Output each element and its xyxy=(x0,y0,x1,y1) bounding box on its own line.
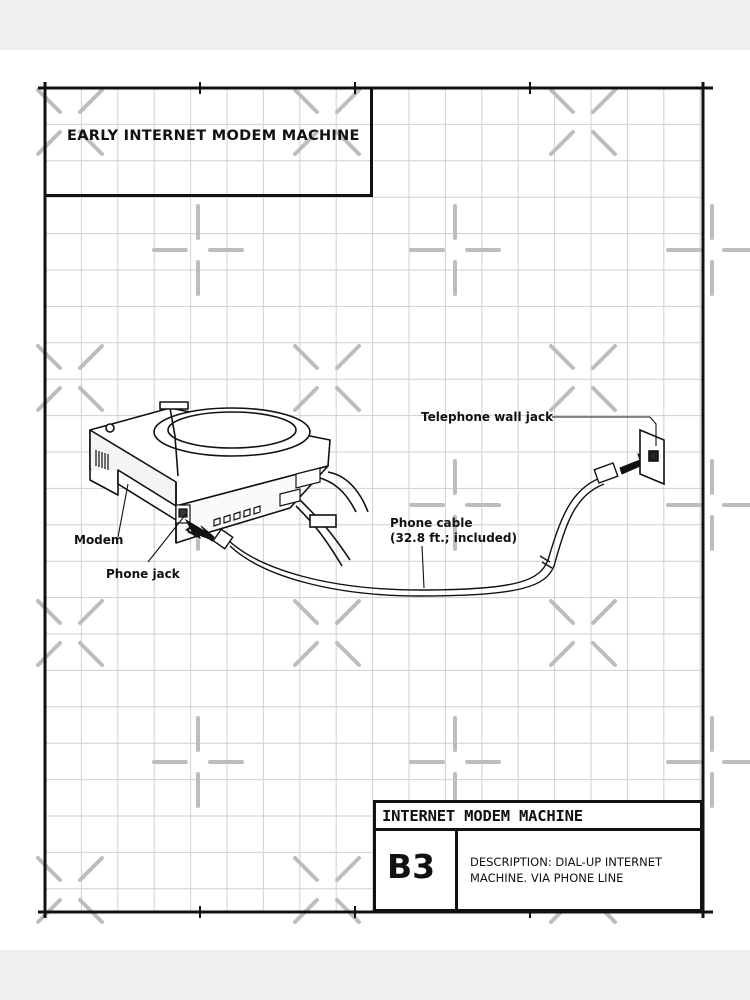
plus-mark xyxy=(666,716,750,808)
modem-console xyxy=(89,401,331,544)
callout-phone-jack: Phone jack xyxy=(106,567,180,581)
title-block: INTERNET MODEM MACHINE B3 xyxy=(373,800,703,912)
plus-mark xyxy=(409,204,501,296)
x-mark xyxy=(36,599,104,667)
sheet-title-box xyxy=(45,88,373,197)
plus-mark xyxy=(152,716,244,808)
callout-phone-cable: Phone cable xyxy=(390,516,473,530)
plus-mark xyxy=(666,204,750,296)
title-block-code-cell: B3 xyxy=(376,831,458,909)
phone-cable xyxy=(212,462,619,597)
title-block-description-line-1: DESCRIPTION: DIAL-UP INTERNET xyxy=(470,855,663,869)
sheet-border xyxy=(38,82,713,918)
title-block-name: INTERNET MODEM MACHINE xyxy=(382,807,583,825)
sheet-title: EARLY INTERNET MODEM MACHINE xyxy=(67,128,360,144)
modem-power-cables xyxy=(295,471,369,567)
x-mark xyxy=(36,88,104,156)
x-mark xyxy=(293,344,361,412)
x-mark xyxy=(293,599,361,667)
plus-mark xyxy=(152,204,244,296)
modem-vent xyxy=(95,450,109,470)
title-block-description-line-2: MACHINE. VIA PHONE LINE xyxy=(470,871,624,885)
callout-phone-cable-note: (32.8 ft.; included) xyxy=(390,531,517,545)
plus-mark xyxy=(409,459,501,551)
plus-mark xyxy=(666,459,750,551)
x-mark xyxy=(549,88,617,156)
x-mark xyxy=(549,344,617,412)
title-block-code: B3 xyxy=(387,847,436,886)
title-block-header: INTERNET MODEM MACHINE xyxy=(376,803,700,831)
callout-telephone-wall-jack: Telephone wall jack xyxy=(421,410,554,424)
x-mark xyxy=(36,344,104,412)
modem-rear-ports xyxy=(175,467,321,527)
x-mark xyxy=(549,599,617,667)
border-ticks xyxy=(44,82,704,918)
title-block-description: DESCRIPTION: DIAL-UP INTERNET MACHINE. V… xyxy=(470,854,700,886)
callout-leaders xyxy=(117,416,657,589)
telephone-wall-jack xyxy=(639,428,665,486)
callout-modem: Modem xyxy=(74,533,124,547)
